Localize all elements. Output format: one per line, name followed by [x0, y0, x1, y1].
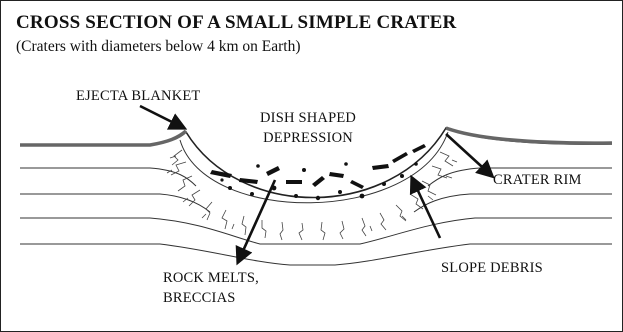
label-slope-debris: SLOPE DEBRIS: [441, 258, 543, 278]
label-rock-melts-line2: BRECCIAS: [163, 288, 259, 308]
label-dish-shaped-depression: DISH SHAPED DEPRESSION: [260, 108, 356, 148]
arrow-crater-rim: [446, 134, 492, 176]
arrow-ejecta: [140, 106, 184, 128]
label-rock-melts-line1: ROCK MELTS,: [163, 268, 259, 288]
label-crater-rim: CRATER RIM: [493, 170, 582, 190]
diagram-subtitle: (Craters with diameters below 4 km on Ea…: [16, 38, 301, 56]
arrow-rock-melts: [238, 180, 275, 262]
label-ejecta-blanket: EJECTA BLANKET: [76, 86, 200, 106]
ejecta-blanket-right: [446, 128, 612, 143]
label-dish-line2: DEPRESSION: [260, 128, 356, 148]
ejecta-blanket-left: [20, 131, 186, 145]
diagram-title: CROSS SECTION OF A SMALL SIMPLE CRATER: [16, 12, 456, 34]
label-dish-line1: DISH SHAPED: [260, 108, 356, 128]
fracture-zone: [167, 150, 457, 240]
rock-melt-fragments: [210, 144, 426, 200]
label-rock-melts: ROCK MELTS, BRECCIAS: [163, 268, 259, 308]
